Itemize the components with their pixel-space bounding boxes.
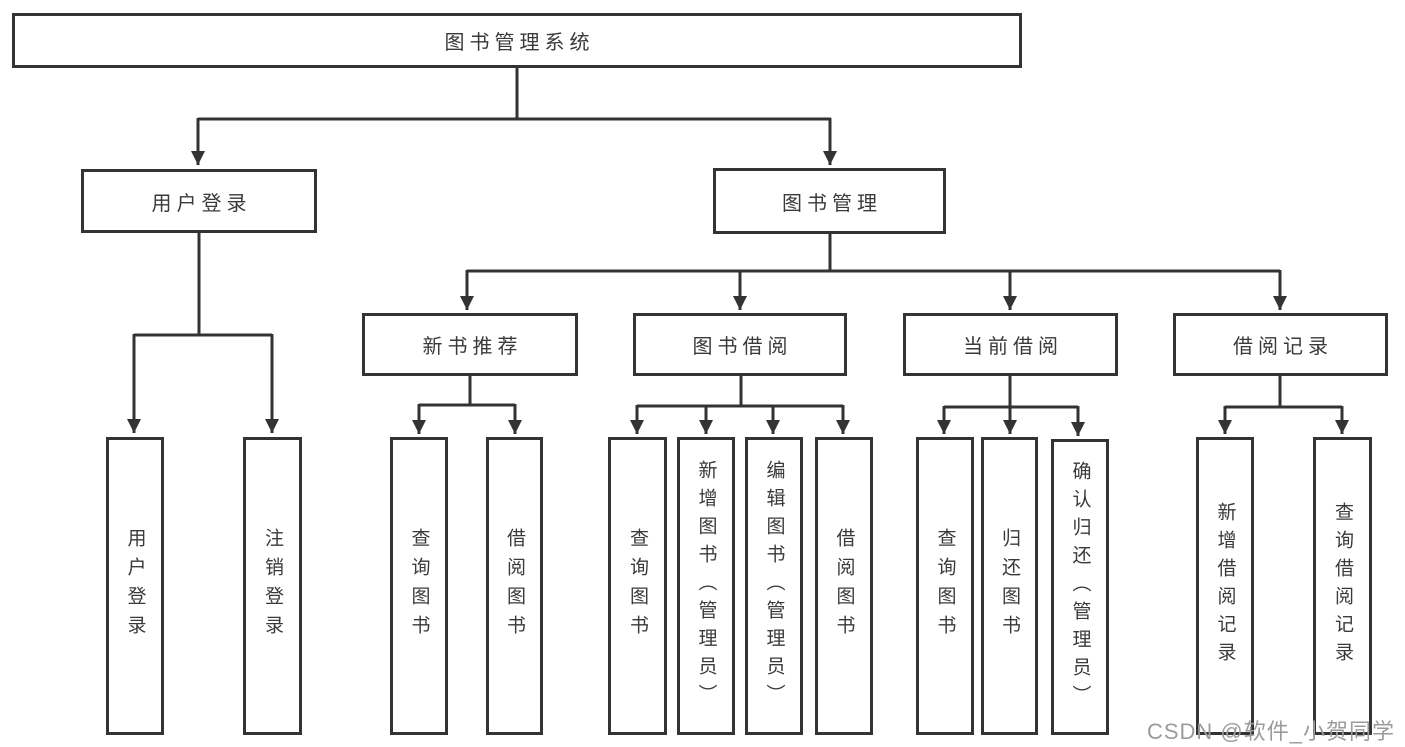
leaf-newrec-query-books: 查询图书 — [390, 437, 448, 735]
leaf-records-add-record: 新增借阅记录 — [1196, 437, 1254, 735]
leaf-borrow-edit-books-admin: 编辑图书（管理员） — [745, 437, 803, 735]
leaf-borrow-borrow-books: 借阅图书 — [815, 437, 873, 735]
leaf-newrec-borrow-books: 借阅图书 — [486, 437, 543, 735]
node-current-borrowing: 当前借阅 — [903, 313, 1118, 376]
node-borrowing-records: 借阅记录 — [1173, 313, 1388, 376]
node-user-login: 用户登录 — [81, 169, 317, 233]
leaf-current-confirm-return-admin: 确认归还（管理员） — [1051, 439, 1109, 735]
leaf-logout: 注销登录 — [243, 437, 302, 735]
leaf-current-query-books: 查询图书 — [916, 437, 974, 735]
node-new-book-recommend: 新书推荐 — [362, 313, 578, 376]
node-book-borrowing: 图书借阅 — [633, 313, 847, 376]
node-book-management: 图书管理 — [713, 168, 946, 234]
node-library-management-system: 图书管理系统 — [12, 13, 1022, 68]
leaf-borrow-query-books: 查询图书 — [608, 437, 667, 735]
leaf-borrow-add-books-admin: 新增图书（管理员） — [677, 437, 735, 735]
leaf-records-query-record: 查询借阅记录 — [1313, 437, 1372, 735]
csdn-watermark: CSDN @软件_小贺同学 — [1146, 719, 1395, 744]
leaf-user-login: 用户登录 — [106, 437, 164, 735]
leaf-current-return-books: 归还图书 — [981, 437, 1038, 735]
